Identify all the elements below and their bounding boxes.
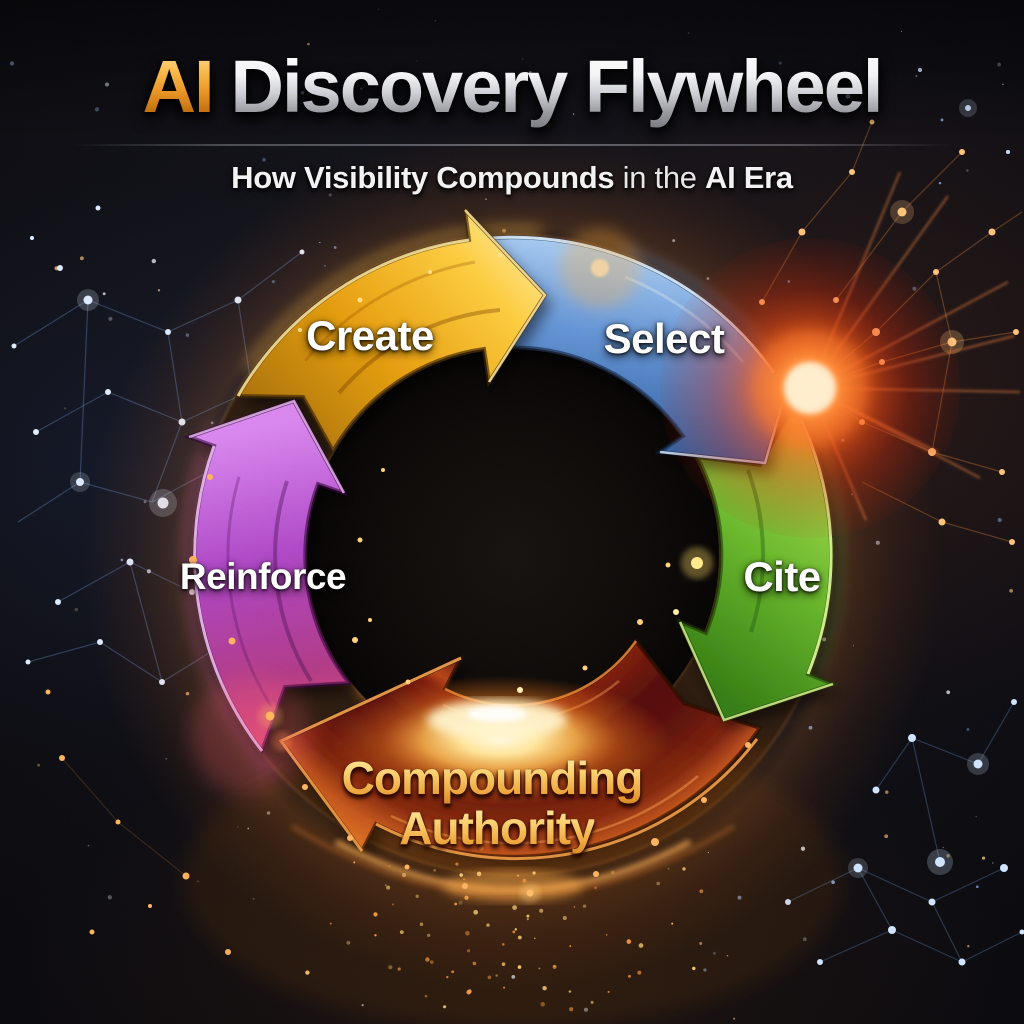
banner-label-line2: Authority bbox=[399, 802, 595, 854]
step-label-create: Create bbox=[306, 312, 434, 359]
subtitle-middle: in the bbox=[614, 160, 706, 195]
subtitle-emphasis: Compounds bbox=[436, 160, 615, 195]
subtitle-lead: How Visibility bbox=[231, 160, 437, 195]
title-divider bbox=[70, 144, 954, 146]
banner-label-line1: Compounding bbox=[341, 752, 644, 804]
step-label-select: Select bbox=[603, 315, 725, 362]
step-label-reinforce: Reinforce bbox=[179, 556, 347, 597]
step-label-cite: Cite bbox=[743, 553, 821, 600]
title-accent: AI bbox=[142, 45, 215, 128]
subtitle: How Visibility Compounds in the AI Era bbox=[0, 160, 1024, 196]
subtitle-tail: AI Era bbox=[705, 160, 793, 195]
title-main: Discovery Flywheel bbox=[230, 45, 884, 128]
